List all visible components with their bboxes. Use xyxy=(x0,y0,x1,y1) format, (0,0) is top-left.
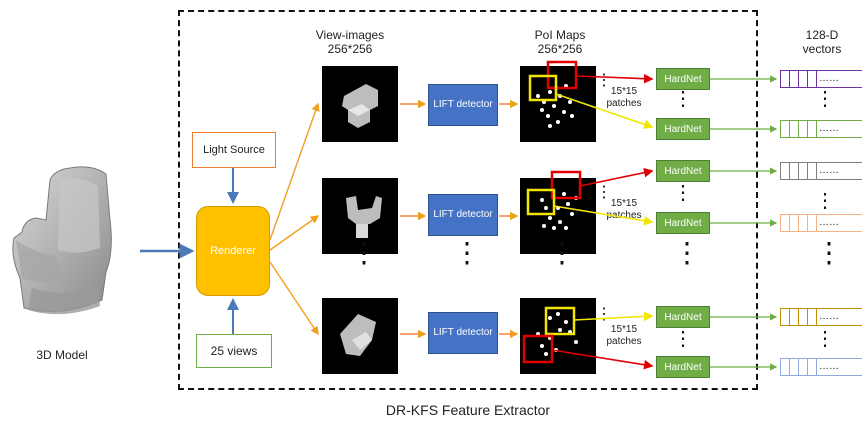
vector-5: …… xyxy=(780,308,862,326)
vector-cell xyxy=(808,309,817,325)
patch-dots-2: ⋮ xyxy=(596,184,612,201)
vector-cell xyxy=(808,71,817,87)
light-source-box: Light Source xyxy=(192,132,276,168)
vector-cell xyxy=(799,163,808,179)
vector-6: …… xyxy=(780,358,862,376)
view-image-1-shape xyxy=(342,84,378,128)
poi-maps-size: 256*256 xyxy=(537,42,583,56)
vector-cell xyxy=(790,71,799,87)
vector-ellipsis: …… xyxy=(819,311,839,322)
vector-cell xyxy=(799,71,808,87)
vectors-title: 128-D xyxy=(805,28,839,42)
vector-2: …… xyxy=(780,120,862,138)
vectors-header: 128-D vectors xyxy=(782,28,862,56)
vector-cell xyxy=(781,121,790,137)
vector-cell xyxy=(781,215,790,231)
vector-cell xyxy=(790,215,799,231)
patch-highlight-boxes xyxy=(522,60,582,364)
vector-ellipsis: …… xyxy=(819,217,839,228)
poi-maps-header: PoI Maps 256*256 xyxy=(510,28,610,56)
vector-ellipsis: …… xyxy=(819,165,839,176)
view-image-3 xyxy=(322,298,398,374)
vector-cell xyxy=(781,309,790,325)
vectors-subtitle: vectors xyxy=(802,42,842,56)
patches-label-1: 15*15 patches xyxy=(606,86,642,109)
lift-detector-1: LIFT detector xyxy=(428,84,498,126)
view-images-size: 256*256 xyxy=(327,42,373,56)
vector-ellipsis: …… xyxy=(819,123,839,134)
renderer-output-arrows xyxy=(269,102,320,336)
chair-model-image xyxy=(12,166,112,315)
vector-cell xyxy=(799,121,808,137)
view-image-3-shape xyxy=(340,314,376,356)
vector-cell xyxy=(808,359,817,375)
vector-cell xyxy=(808,163,817,179)
vector-3: …… xyxy=(780,162,862,180)
model-label: 3D Model xyxy=(36,348,88,362)
vector-cell xyxy=(781,71,790,87)
vector-ellipsis: …… xyxy=(819,361,839,372)
lift-detector-3: LIFT detector xyxy=(428,312,498,354)
feature-extractor-frame xyxy=(178,10,758,390)
patch-to-hardnet-arrows xyxy=(551,73,654,370)
hardnet-to-vector-arrows xyxy=(710,75,778,371)
vector-ellipsis: …… xyxy=(819,73,839,84)
view-images-header: View-images 256*256 xyxy=(300,28,400,56)
poi-maps-title: PoI Maps xyxy=(534,28,586,42)
hardnet-1a: HardNet xyxy=(656,68,710,90)
vector-cell xyxy=(790,309,799,325)
hardnet-1b: HardNet xyxy=(656,118,710,140)
views-box: 25 views xyxy=(196,334,272,368)
patches-label-2: 15*15 patches xyxy=(606,198,642,221)
poi-map-1 xyxy=(520,66,596,142)
vector-cell xyxy=(781,359,790,375)
hardnet-2b: HardNet xyxy=(656,212,710,234)
vector-cell xyxy=(808,215,817,231)
vector-cell xyxy=(790,359,799,375)
extractor-title: DR-KFS Feature Extractor xyxy=(385,402,551,418)
vector-cell xyxy=(799,309,808,325)
vector-cell xyxy=(799,215,808,231)
hardnet-3a: HardNet xyxy=(656,306,710,328)
view-images-title: View-images xyxy=(315,28,385,42)
vector-4: …… xyxy=(780,214,862,232)
vector-cell xyxy=(808,121,817,137)
vector-cell xyxy=(790,163,799,179)
view-image-2 xyxy=(322,178,398,254)
hardnet-2a: HardNet xyxy=(656,160,710,182)
vector-cell xyxy=(799,359,808,375)
view-image-1 xyxy=(322,66,398,142)
lift-detector-2: LIFT detector xyxy=(428,194,498,236)
renderer-box: Renderer xyxy=(196,206,270,296)
patches-label-3: 15*15 patches xyxy=(606,324,642,347)
lift-flow-arrows xyxy=(400,99,519,339)
vector-cell xyxy=(781,163,790,179)
hardnet-3b: HardNet xyxy=(656,356,710,378)
vector-cell xyxy=(790,121,799,137)
view-image-2-shape xyxy=(346,196,382,238)
vector-1: …… xyxy=(780,70,862,88)
